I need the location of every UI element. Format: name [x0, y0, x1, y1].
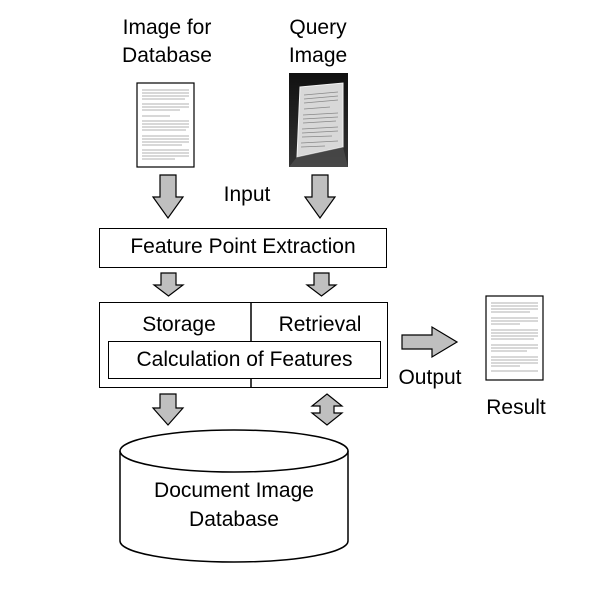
arrow-output — [401, 325, 459, 359]
arrow-retrieval-database-bidirectional — [310, 393, 344, 426]
arrow-query-to-extraction — [303, 174, 337, 220]
retrieval-label: Retrieval — [278, 313, 362, 336]
result-document-thumbnail — [485, 295, 544, 381]
feature-extraction-label: Feature Point Extraction — [130, 235, 356, 258]
database-label: Document Image Database — [154, 479, 314, 531]
query-image-thumbnail — [289, 73, 348, 167]
database-cylinder — [119, 429, 349, 563]
output-label: Output — [398, 366, 462, 389]
storage-label: Storage — [142, 313, 216, 336]
result-label: Result — [486, 396, 546, 419]
query-image-label: Query Image — [288, 16, 348, 67]
arrow-extraction-to-storage — [152, 272, 185, 297]
input-label: Input — [223, 183, 271, 206]
calculation-label: Calculation of Features — [136, 348, 353, 371]
arrow-storage-to-database — [151, 393, 185, 426]
arrow-extraction-to-retrieval — [305, 272, 338, 297]
process-box — [99, 302, 388, 388]
arrow-database-to-extraction — [151, 174, 185, 220]
database-document-thumbnail — [136, 82, 195, 168]
feature-extraction-box — [99, 228, 387, 268]
database-image-label: Image for Database — [122, 16, 212, 67]
calculation-box — [108, 341, 381, 379]
